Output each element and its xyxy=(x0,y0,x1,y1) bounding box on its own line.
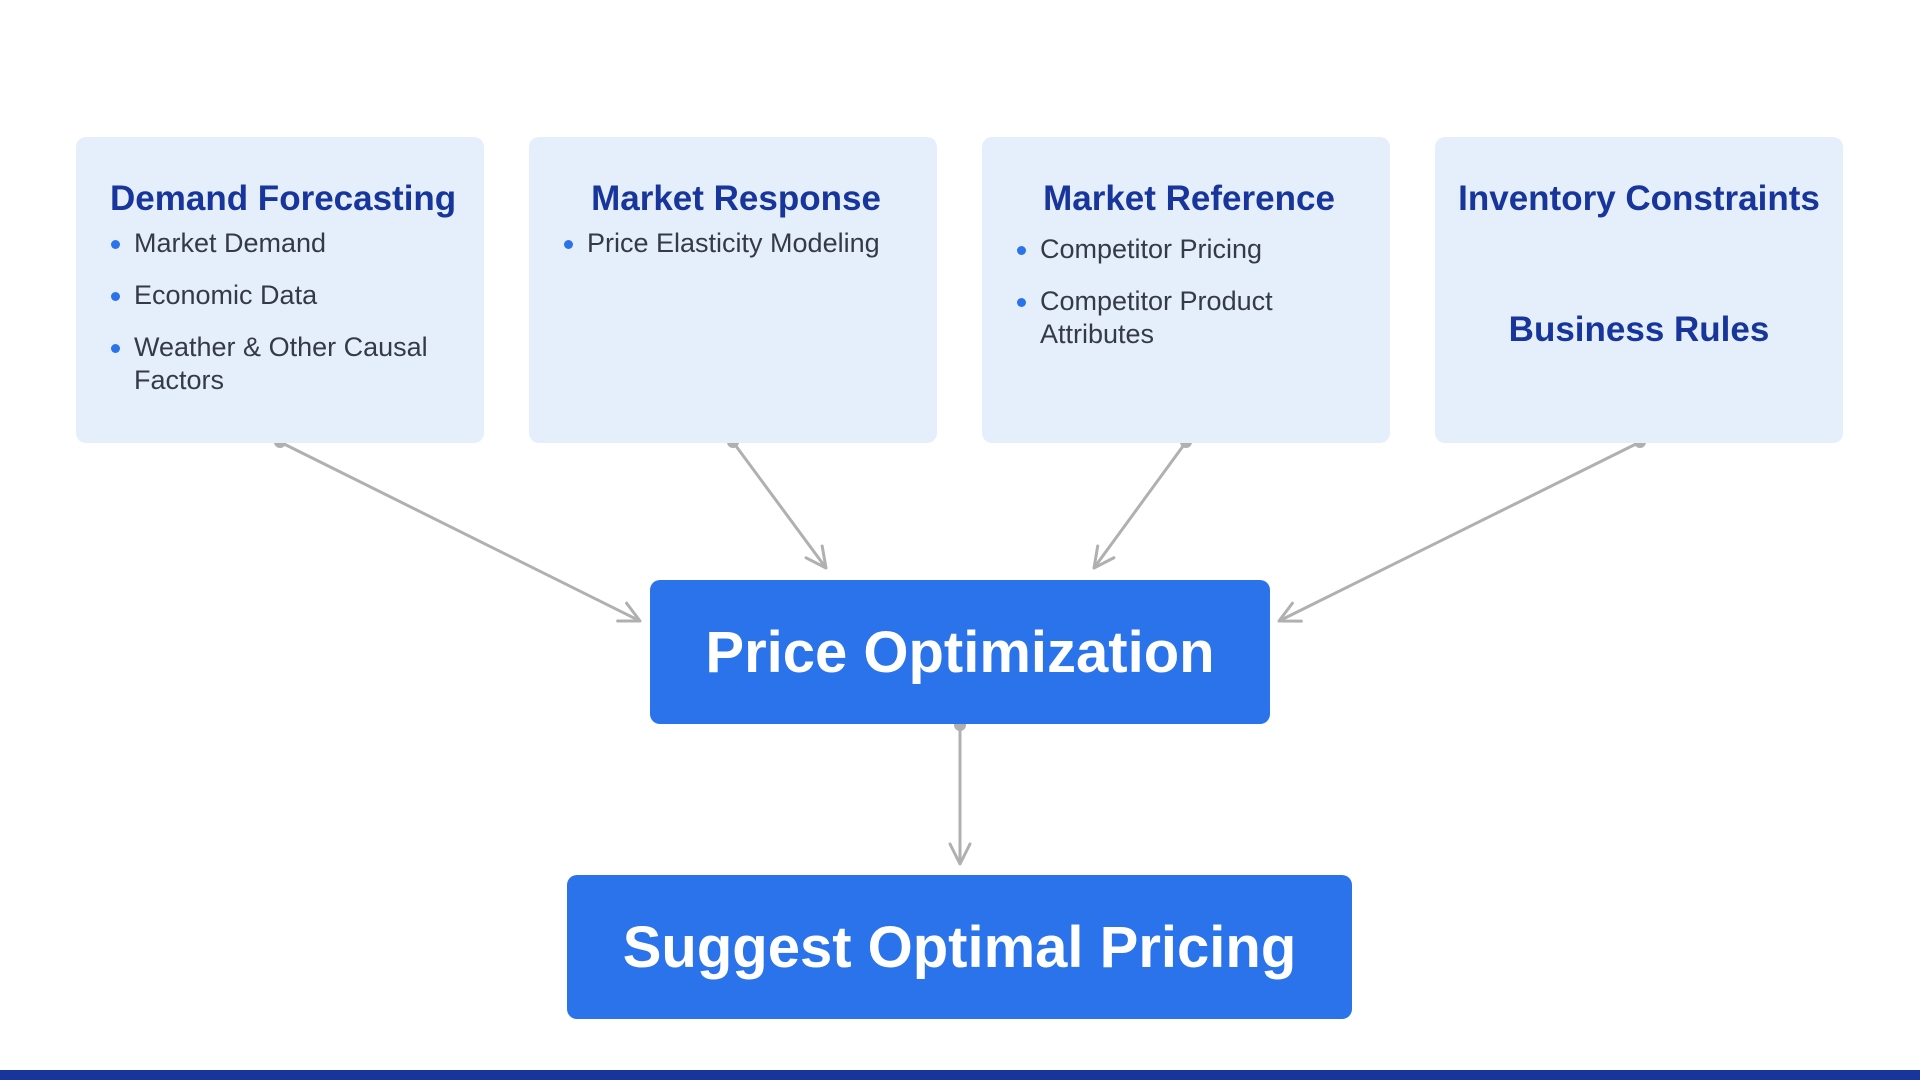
list-item-text: Weather & Other Causal Factors xyxy=(134,332,428,396)
list-item: Weather & Other Causal Factors xyxy=(110,331,456,397)
list-item: Competitor Product Attributes xyxy=(1016,285,1362,351)
card-market-reference: Market Reference Competitor Pricing Comp… xyxy=(982,137,1390,443)
list-item-text: Competitor Pricing xyxy=(1040,234,1263,265)
list-item-text: Market Demand xyxy=(134,228,327,259)
bullet-icon xyxy=(1017,246,1026,256)
bullet-icon xyxy=(111,292,120,302)
list-item: Market Demand xyxy=(110,227,456,260)
list-item-text: Economic Data xyxy=(134,280,318,311)
bullet-icon xyxy=(1017,298,1026,308)
arrow-optimization-to-suggest xyxy=(948,719,972,866)
bullet-icon xyxy=(111,344,120,354)
card-title: Market Reference xyxy=(1043,179,1335,218)
list-item: Competitor Pricing xyxy=(1016,233,1362,266)
list-item: Economic Data xyxy=(110,279,456,312)
list-item: Price Elasticity Modeling xyxy=(563,227,909,260)
arrow-inventory-to-optimization xyxy=(1277,436,1646,623)
card-title: Market Response xyxy=(591,179,881,218)
bullet-list: Competitor Pricing Competitor Product At… xyxy=(1016,233,1362,351)
arrow-reference-to-optimization xyxy=(1092,436,1192,570)
card-inventory-constraints: Inventory Constraints Business Rules xyxy=(1435,137,1843,443)
arrow-response-to-optimization xyxy=(727,436,828,570)
bullet-list: Market Demand Economic Data Weather & Ot… xyxy=(110,227,456,397)
bullet-icon xyxy=(564,240,573,250)
bullet-list: Price Elasticity Modeling xyxy=(563,227,909,260)
card-secondary-title: Business Rules xyxy=(1508,310,1770,349)
card-title: Inventory Constraints xyxy=(1458,179,1820,218)
list-item-text: Price Elasticity Modeling xyxy=(587,228,880,259)
price-optimization-box: Price Optimization xyxy=(650,580,1270,724)
bullet-icon xyxy=(111,240,120,250)
footer-bar xyxy=(0,1070,1920,1080)
suggest-optimal-pricing-box: Suggest Optimal Pricing xyxy=(567,875,1352,1019)
card-demand-forecasting: Demand Forecasting Market Demand Economi… xyxy=(76,137,484,443)
arrow-demand-to-optimization xyxy=(274,436,642,623)
list-item-text: Competitor Product Attributes xyxy=(1040,286,1273,350)
card-market-response: Market Response Price Elasticity Modelin… xyxy=(529,137,937,443)
card-title: Demand Forecasting xyxy=(110,179,457,218)
